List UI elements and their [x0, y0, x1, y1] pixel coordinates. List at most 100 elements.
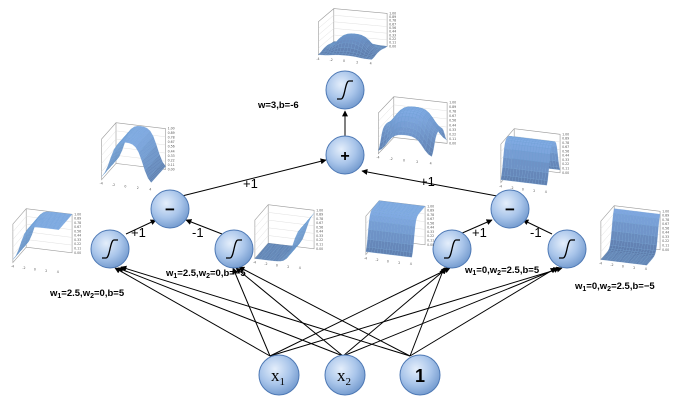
plot-z-tick: 0.89: [662, 214, 669, 218]
node-minus-left: −: [150, 189, 190, 229]
plot-x-tick: -2: [264, 262, 267, 266]
plot-z-tick: 0.22: [427, 234, 434, 238]
plot-z-tick: 0.44: [74, 234, 81, 238]
plot-x-tick: 0: [34, 267, 36, 271]
plot-z-tick: 0.11: [449, 137, 456, 141]
plot-x-tick: 4: [370, 62, 372, 66]
plot-x-tick: -4: [499, 185, 502, 189]
plot-x-tick: 2: [356, 60, 358, 64]
node-x1: x1: [258, 354, 300, 396]
plot-z-tick: 1.00: [168, 127, 175, 131]
plot-z-tick: 0.33: [427, 230, 434, 234]
svg-text:x1: x1: [271, 366, 285, 388]
plot-x-tick: 4: [430, 162, 432, 166]
plot-sigmoid-1: 1.000.890.780.670.560.440.330.220.110.00…: [11, 208, 81, 274]
plot-z-tick: 0.22: [74, 242, 81, 246]
plot-z-tick: 0.44: [562, 154, 569, 158]
plot-z-tick: 0.22: [316, 238, 323, 242]
plot-x-tick: -4: [599, 262, 602, 266]
plot-z-tick: 0.00: [389, 44, 396, 48]
svg-text:1: 1: [415, 366, 425, 386]
plot-z-tick: 0.33: [168, 154, 175, 158]
plot-z-tick: 0.44: [316, 230, 323, 234]
plot-sum: 1.000.890.780.670.560.440.330.220.110.00…: [376, 96, 456, 166]
plot-sigmoid-4: 1.000.890.780.670.560.440.330.220.110.00…: [599, 205, 669, 271]
plot-x-tick: -4: [100, 182, 103, 186]
weight-sum-left: +1: [243, 176, 258, 191]
plot-x-tick: -2: [375, 258, 378, 262]
plot-x-tick: -4: [253, 261, 256, 265]
plot-z-tick: 0.78: [168, 136, 175, 140]
plot-z-tick: 0.44: [168, 149, 175, 153]
sigmoid-icon: [226, 239, 242, 259]
weight-sum-right: +1: [420, 174, 435, 189]
plot-z-tick: 0.67: [168, 140, 175, 144]
plot-x-tick: 4: [149, 188, 151, 192]
plot-z-tick: 0.22: [389, 37, 396, 41]
plot-z-tick: 0.67: [389, 22, 396, 26]
weight-right-minus: -1: [530, 225, 542, 240]
surface-plots: 1.000.890.780.670.560.440.330.220.110.00…: [11, 8, 669, 274]
param-sigmoid-1: w1=2.5,w2=0,b=5: [49, 288, 125, 300]
plot-z-tick: 1.00: [74, 212, 81, 216]
plot-z-tick: 0.33: [562, 158, 569, 162]
plot-z-tick: 0.44: [449, 123, 456, 127]
plot-z-tick: 0.78: [74, 221, 81, 225]
plot-z-tick: 1.00: [427, 204, 434, 208]
plot-x-tick: 2: [45, 269, 47, 273]
plot-z-tick: 1.00: [316, 208, 323, 212]
plot-z-tick: 0.78: [389, 19, 396, 23]
plot-x-tick: 2: [633, 266, 635, 270]
plot-z-tick: 0.00: [74, 251, 81, 255]
plot-z-tick: 0.78: [562, 141, 569, 145]
plot-x-tick: -2: [390, 157, 393, 161]
plot-z-tick: 0.56: [662, 226, 669, 230]
plot-x-tick: -4: [316, 57, 319, 61]
plot-x-tick: -4: [364, 257, 367, 261]
node-sigmoid-2: [214, 229, 254, 269]
plot-x-tick: 0: [387, 259, 389, 263]
plot-x-tick: 4: [410, 262, 412, 266]
weight-right-plus: +1: [472, 225, 487, 240]
plot-x-tick: -2: [510, 186, 513, 190]
plot-z-tick: 0.22: [662, 239, 669, 243]
svg-text:−: −: [165, 200, 175, 219]
weight-left-plus: +1: [131, 225, 146, 240]
plot-x-tick: 2: [287, 265, 289, 269]
plot-z-tick: 0.67: [74, 225, 81, 229]
plot-z-tick: 0.11: [562, 167, 569, 171]
plot-z-tick: 0.67: [449, 114, 456, 118]
plot-z-tick: 0.33: [316, 234, 323, 238]
sigmoid-icon: [337, 80, 353, 100]
plot-z-tick: 0.78: [316, 217, 323, 221]
node-sum: +: [325, 135, 365, 175]
plot-z-tick: 0.44: [389, 30, 396, 34]
plot-z-tick: 0.89: [427, 209, 434, 213]
node-sigmoid-4: [547, 229, 587, 269]
plot-z-tick: 1.00: [562, 132, 569, 136]
plot-x-tick: 4: [57, 270, 59, 274]
plot-z-tick: 0.67: [316, 221, 323, 225]
plot-z-tick: 0.00: [168, 167, 175, 171]
plot-z-tick: 0.22: [449, 132, 456, 136]
plot-z-tick: 0.89: [389, 15, 396, 19]
plot-z-tick: 0.33: [449, 128, 456, 132]
plot-x-tick: -2: [22, 266, 25, 270]
plot-x-tick: 0: [343, 59, 345, 63]
plot-z-tick: 0.11: [662, 244, 669, 248]
param-sigmoid-2: w1=2.5,w2=0,b=−5: [165, 268, 246, 280]
node-sigmoid-3: [432, 229, 472, 269]
plot-z-tick: 0.78: [449, 110, 456, 114]
sigmoid-icon: [444, 239, 460, 259]
plot-z-tick: 0.33: [389, 33, 396, 37]
plot-z-tick: 0.33: [662, 235, 669, 239]
plot-output: 1.000.890.780.670.560.440.330.220.110.00…: [316, 8, 396, 66]
plot-z-tick: 0.56: [74, 229, 81, 233]
plot-x-tick: -2: [112, 183, 115, 187]
plot-z-tick: 0.00: [427, 243, 434, 247]
node-x2: x2: [324, 354, 366, 396]
plot-z-tick: 0.56: [427, 221, 434, 225]
plot-x-tick: -2: [610, 263, 613, 267]
